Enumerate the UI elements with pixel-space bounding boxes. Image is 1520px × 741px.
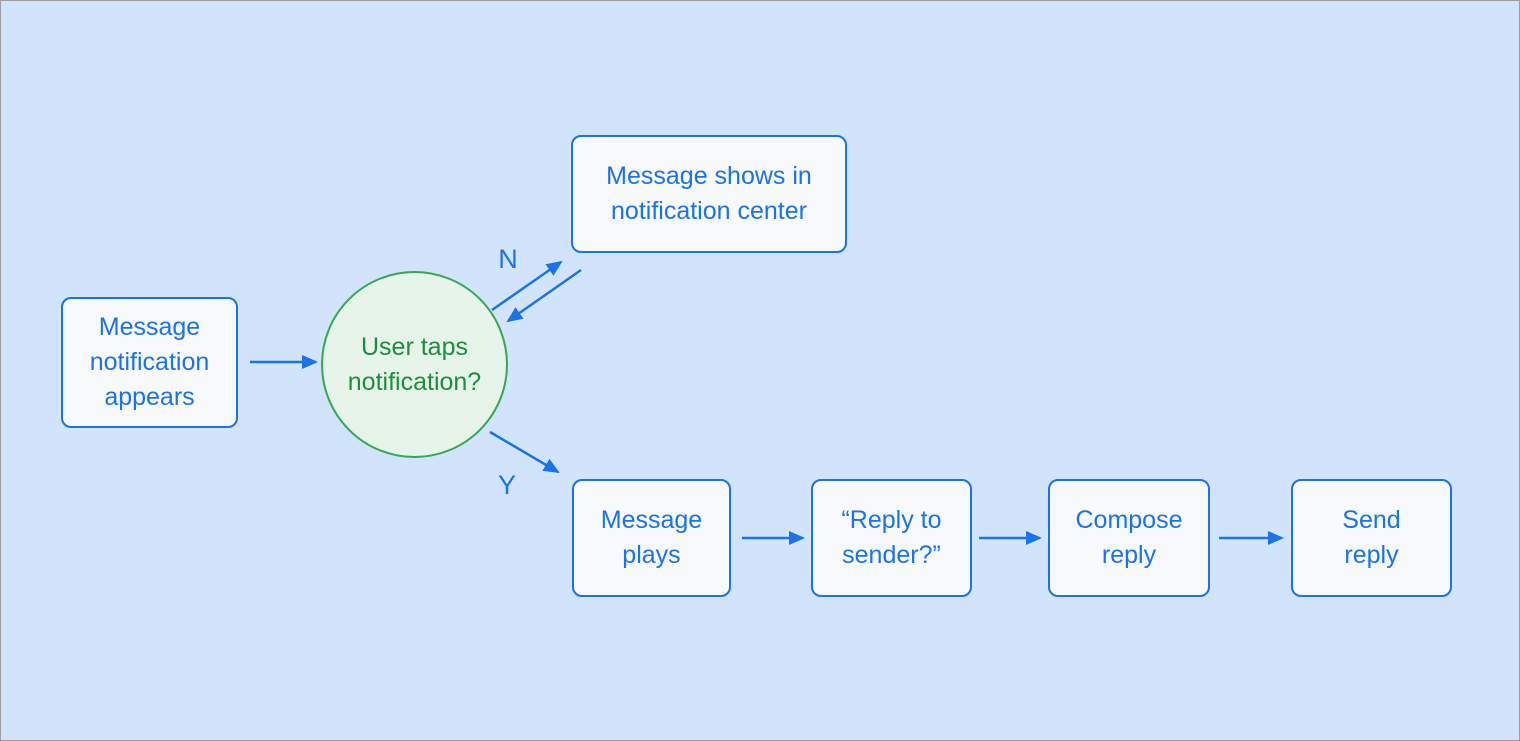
- node-user-taps-notification-decision: User taps notification?: [321, 271, 508, 458]
- node-message-shows-in-notification-center: Message shows in notification center: [571, 135, 847, 253]
- edge-label-yes: Y: [497, 470, 516, 500]
- edge-label-no: N: [498, 244, 518, 274]
- node-message-notification-appears: Message notification appears: [61, 297, 238, 428]
- edge-decision-to-message-plays: [489, 430, 560, 474]
- edge-notification-center-to-decision: [506, 268, 582, 323]
- node-compose-reply: Compose reply: [1048, 479, 1210, 597]
- node-message-plays: Message plays: [572, 479, 731, 597]
- node-reply-to-sender: “Reply to sender?”: [811, 479, 972, 597]
- node-send-reply: Send reply: [1291, 479, 1452, 597]
